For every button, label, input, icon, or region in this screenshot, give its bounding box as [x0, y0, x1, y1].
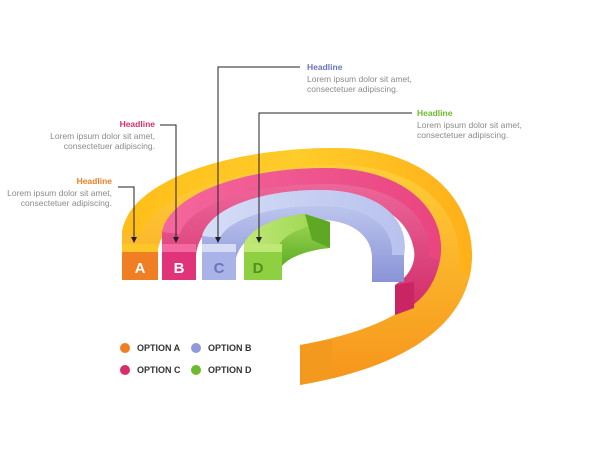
- callout-d-headline: Headline: [417, 108, 453, 118]
- arrow-b-icon: [173, 237, 179, 243]
- callout-a-line1: Lorem ipsum dolor sit amet,: [7, 188, 112, 198]
- arrow-a-icon: [131, 237, 137, 243]
- callout-c-headline: Headline: [307, 62, 343, 72]
- callout-d-line2: consectetuer adipiscing.: [417, 130, 508, 140]
- letter-a: A: [135, 260, 146, 277]
- arrow-c-icon: [215, 237, 221, 243]
- letter-c: C: [214, 260, 225, 277]
- legend-label-a: OPTION A: [137, 343, 181, 353]
- connector-lines: [118, 66, 412, 238]
- legend-dot-b: [191, 343, 201, 353]
- arrow-d-icon: [256, 237, 262, 243]
- legend-dot-a: [120, 343, 130, 353]
- legend-label-b: OPTION B: [208, 343, 252, 353]
- callout-b: Headline Lorem ipsum dolor sit amet, con…: [50, 119, 155, 151]
- block-d: D: [244, 244, 282, 280]
- legend-label-c: OPTION C: [137, 365, 181, 375]
- callout-d: Headline Lorem ipsum dolor sit amet, con…: [417, 108, 522, 140]
- callout-b-line2: consectetuer adipiscing.: [64, 141, 155, 151]
- connector-b: [160, 124, 177, 238]
- block-b: B: [162, 244, 196, 280]
- letter-b: B: [174, 260, 185, 277]
- connector-c: [217, 66, 300, 238]
- legend-dot-d: [191, 365, 201, 375]
- callout-b-line1: Lorem ipsum dolor sit amet,: [50, 131, 155, 141]
- callout-a-headline: Headline: [77, 176, 113, 186]
- block-c: C: [202, 244, 236, 280]
- legend-dot-c: [120, 365, 130, 375]
- callout-a: Headline Lorem ipsum dolor sit amet, con…: [7, 176, 112, 208]
- connector-a: [118, 186, 135, 238]
- legend-label-d: OPTION D: [208, 365, 252, 375]
- callout-b-headline: Headline: [120, 119, 156, 129]
- callout-c-line1: Lorem ipsum dolor sit amet,: [307, 74, 412, 84]
- callout-a-line2: consectetuer adipiscing.: [21, 198, 112, 208]
- ring-a: [122, 148, 472, 385]
- ring-c: [202, 190, 405, 282]
- block-a: A: [122, 244, 158, 280]
- ring-b: [162, 168, 442, 315]
- legend: OPTION A OPTION B OPTION C OPTION D: [120, 343, 252, 375]
- callout-c-line2: consectetuer adipiscing.: [307, 84, 398, 94]
- connector-arrows: [131, 237, 262, 243]
- callout-c: Headline Lorem ipsum dolor sit amet, con…: [307, 62, 412, 94]
- connector-d: [258, 112, 412, 238]
- callout-d-line1: Lorem ipsum dolor sit amet,: [417, 120, 522, 130]
- letter-d: D: [253, 260, 264, 277]
